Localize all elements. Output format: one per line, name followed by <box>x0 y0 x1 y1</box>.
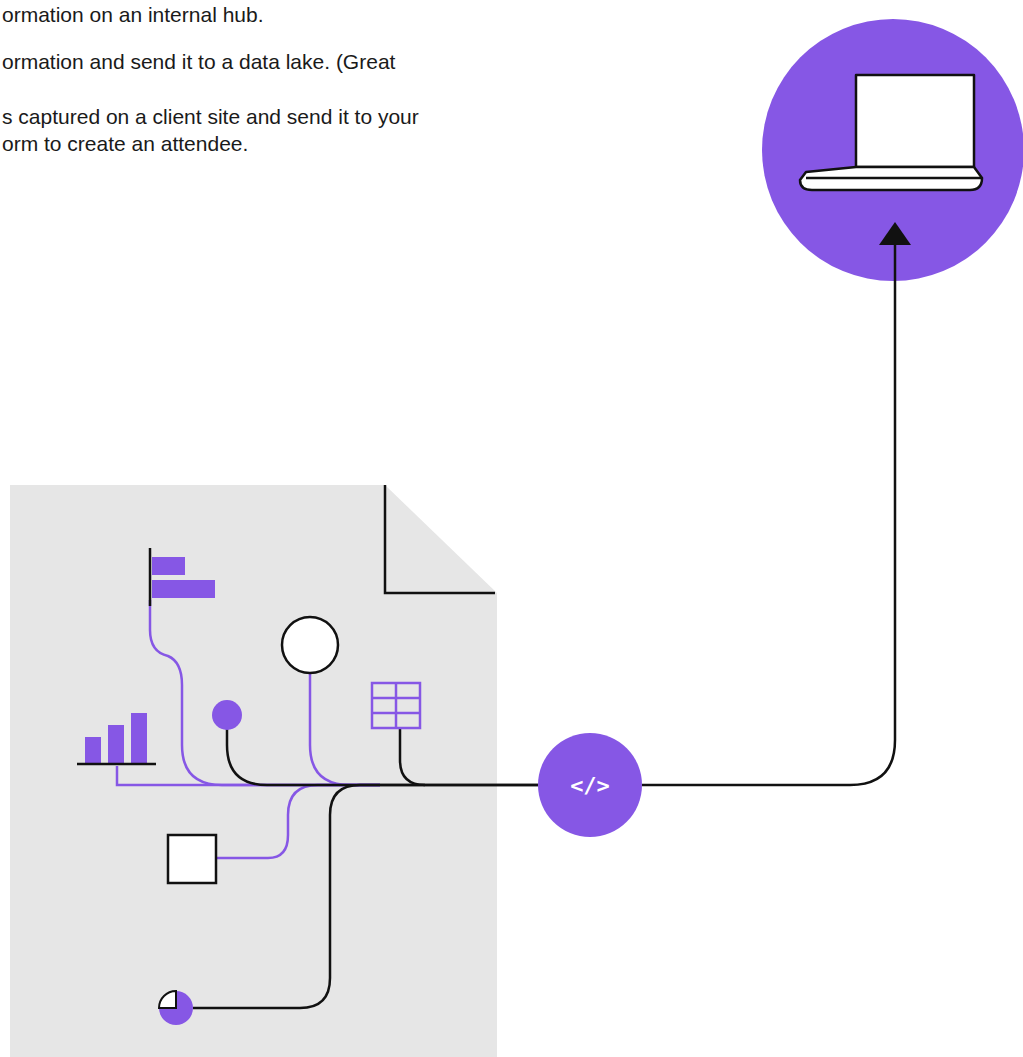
pie-icon <box>159 991 193 1025</box>
note-text: orm to create an attendee. <box>2 131 248 157</box>
note-text: s captured on a client site and send it … <box>2 104 419 130</box>
flag-icon <box>150 548 215 606</box>
code-symbol: </> <box>570 773 610 798</box>
document-sheet <box>10 485 497 1057</box>
circle-icon <box>282 617 338 673</box>
table-icon <box>372 683 420 728</box>
note-text: ormation on an internal hub. <box>2 2 264 28</box>
bar-chart-icon <box>77 713 156 764</box>
square-icon <box>168 835 216 883</box>
laptop-badge <box>762 19 1023 281</box>
dot-icon <box>212 700 242 730</box>
note-text: ormation and send it to a data lake. (Gr… <box>2 49 395 75</box>
arrowhead <box>879 222 911 245</box>
code-badge: </> <box>538 733 642 837</box>
page-fold <box>385 485 495 593</box>
data-branches <box>117 243 895 1008</box>
laptop-icon <box>800 75 982 190</box>
